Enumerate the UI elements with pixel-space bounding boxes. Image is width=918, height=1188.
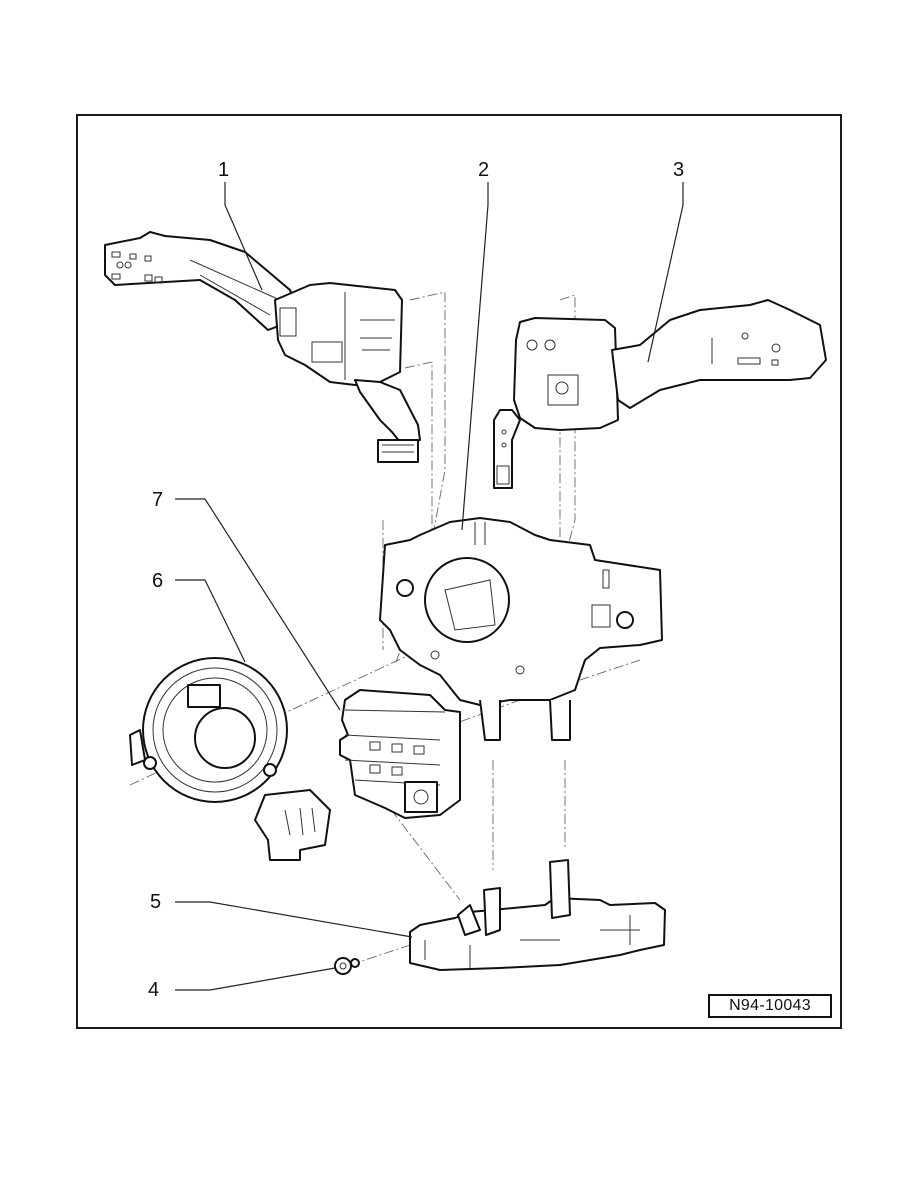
part-1-turn-signal-stalk[interactable] xyxy=(104,231,421,463)
leader-line-6 xyxy=(175,579,246,663)
leader-line-4 xyxy=(175,967,336,991)
callout-2: 2 xyxy=(478,159,490,181)
callout-4: 4 xyxy=(148,979,160,1001)
callout-3: 3 xyxy=(673,159,685,181)
figure-id-label: N94-10043 xyxy=(708,994,832,1018)
part-2-switch-housing[interactable] xyxy=(379,517,663,741)
leader-line-3 xyxy=(647,182,684,363)
part-7-electronics-module[interactable] xyxy=(339,689,461,819)
part-4-screw[interactable] xyxy=(334,957,360,975)
callout-7: 7 xyxy=(152,489,164,511)
leader-line-1 xyxy=(224,182,263,291)
leader-line-7 xyxy=(175,498,341,711)
callout-1: 1 xyxy=(218,159,230,181)
part-3-wiper-stalk[interactable] xyxy=(493,299,827,489)
leader-line-2 xyxy=(461,182,489,531)
part-5-lower-bracket[interactable] xyxy=(409,859,666,971)
part-6-clock-spring[interactable] xyxy=(129,657,331,861)
leader-lines xyxy=(175,182,684,991)
callout-5: 5 xyxy=(150,891,162,913)
callout-6: 6 xyxy=(152,570,164,592)
leader-line-5 xyxy=(175,901,413,938)
